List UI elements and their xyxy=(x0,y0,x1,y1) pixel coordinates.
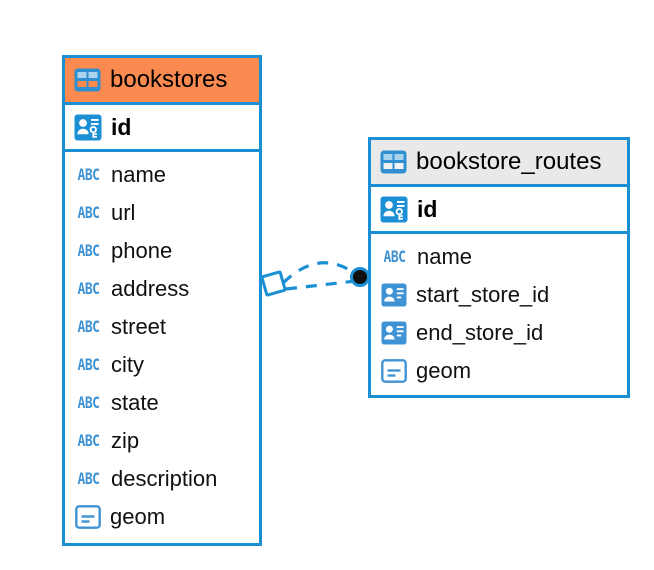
field-label: phone xyxy=(111,238,173,263)
text-type-icon: ABC xyxy=(77,279,100,299)
field-label: end_store_id xyxy=(416,320,544,345)
table-icon xyxy=(74,68,101,92)
field-row[interactable]: ABC name xyxy=(65,156,259,194)
entity-bookstores-title: bookstores xyxy=(110,66,228,93)
field-label: city xyxy=(111,352,144,377)
relationship-line-upper[interactable] xyxy=(281,261,358,285)
filled-circle-marker[interactable] xyxy=(350,267,370,287)
geometry-type-icon xyxy=(75,505,101,529)
entity-bookstore-routes-primary-key-row[interactable]: id xyxy=(371,187,627,234)
entity-bookstores-field-list: ABC name ABC url ABC phone ABC xyxy=(65,152,259,542)
entity-bookstore-routes-primary-key-label: id xyxy=(417,195,438,222)
table-icon xyxy=(380,150,407,174)
entity-bookstores-header[interactable]: bookstores xyxy=(65,58,259,105)
text-type-icon: ABC xyxy=(77,431,100,451)
field-row[interactable]: ABC state xyxy=(65,384,259,422)
field-label: url xyxy=(111,200,136,225)
entity-bookstore-routes[interactable]: bookstore_routes id xyxy=(368,137,630,398)
field-row[interactable]: ABC zip xyxy=(65,422,259,460)
field-label: name xyxy=(417,244,473,269)
primary-key-icon xyxy=(380,196,408,223)
field-row[interactable]: ABC description xyxy=(65,460,259,498)
text-type-icon: ABC xyxy=(77,165,100,185)
field-row[interactable]: ABC phone xyxy=(65,232,259,270)
field-row[interactable]: end_store_id xyxy=(371,314,627,352)
field-row[interactable]: geom xyxy=(65,498,259,536)
entity-bookstores-primary-key-label: id xyxy=(111,113,132,140)
field-label: start_store_id xyxy=(416,282,550,307)
text-type-icon: ABC xyxy=(77,355,100,375)
field-row[interactable]: start_store_id xyxy=(371,276,627,314)
field-label: state xyxy=(111,390,159,415)
foreign-key-icon xyxy=(381,321,407,345)
field-row[interactable]: ABC street xyxy=(65,308,259,346)
field-label: geom xyxy=(110,504,166,529)
geometry-type-icon xyxy=(381,359,407,383)
field-label: name xyxy=(111,162,167,187)
text-type-icon: ABC xyxy=(77,317,100,337)
text-type-icon: ABC xyxy=(77,203,100,223)
field-row[interactable]: ABC name xyxy=(371,238,627,276)
field-row[interactable]: ABC url xyxy=(65,194,259,232)
entity-bookstore-routes-field-list: ABC name start_store_id xyxy=(371,234,627,396)
text-type-icon: ABC xyxy=(77,469,100,489)
text-type-icon: ABC xyxy=(77,393,100,413)
text-type-icon: ABC xyxy=(77,241,100,261)
entity-bookstore-routes-header[interactable]: bookstore_routes xyxy=(371,140,627,187)
field-row[interactable]: ABC city xyxy=(65,346,259,384)
text-type-icon: ABC xyxy=(383,247,406,267)
field-row[interactable]: geom xyxy=(371,352,627,390)
foreign-key-icon xyxy=(381,283,407,307)
field-row[interactable]: ABC address xyxy=(65,270,259,308)
field-label: geom xyxy=(416,358,472,383)
diamond-marker[interactable] xyxy=(260,270,287,297)
relationship-line-lower[interactable] xyxy=(285,279,357,291)
entity-bookstores-primary-key-row[interactable]: id xyxy=(65,105,259,152)
primary-key-icon xyxy=(74,114,102,141)
field-label: street xyxy=(111,314,167,339)
field-label: description xyxy=(111,466,218,491)
field-label: address xyxy=(111,276,190,301)
field-label: zip xyxy=(111,428,140,453)
entity-bookstores[interactable]: bookstores id xyxy=(62,55,262,546)
entity-bookstore-routes-title: bookstore_routes xyxy=(416,148,602,175)
